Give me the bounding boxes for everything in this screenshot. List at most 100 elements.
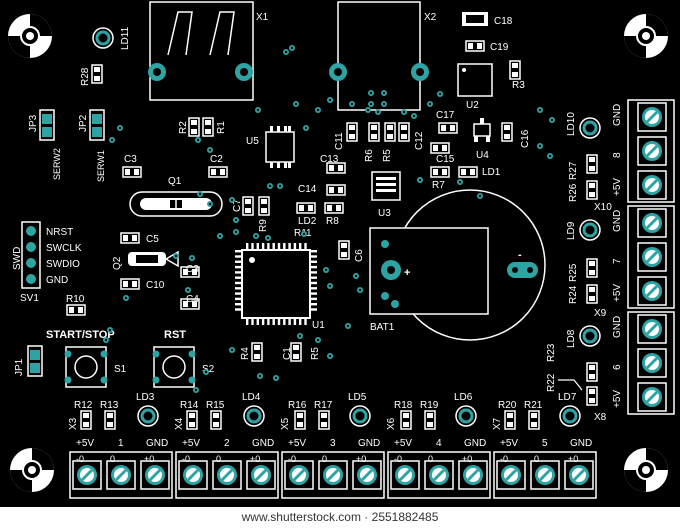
conn1-num: 1 bbox=[118, 438, 124, 449]
label-serw1: SERW1 bbox=[96, 150, 106, 182]
conn7-gnd: GND bbox=[612, 210, 623, 232]
ic-u3 bbox=[371, 171, 401, 201]
mcu-pin bbox=[235, 287, 241, 290]
mcu-pin bbox=[261, 319, 265, 325]
right-connector-8-labels: GND 8 +5V bbox=[612, 104, 623, 196]
mcu-pin bbox=[235, 250, 241, 253]
mcu-pin bbox=[293, 243, 297, 249]
ref-r27: R27 bbox=[568, 161, 579, 180]
conn5-gnd: GND bbox=[570, 438, 592, 449]
mcu-pin bbox=[299, 319, 302, 325]
mcu-pin bbox=[311, 308, 317, 311]
ref-x10: X10 bbox=[594, 202, 612, 213]
bottom-connector-4-labels: +5V 4 GND bbox=[394, 438, 486, 449]
ref-x1: X1 bbox=[256, 12, 269, 23]
right-connector-7-labels: GND 7 +5V bbox=[612, 210, 623, 302]
ref-c3-mid: C3 bbox=[186, 264, 199, 275]
ref-ld10: LD10 bbox=[566, 112, 577, 136]
bottom-connector-2-labels: +5V 2 GND bbox=[182, 438, 274, 449]
ref-r2: R2 bbox=[178, 121, 189, 134]
conn7-num: 7 bbox=[612, 258, 623, 264]
terminal-block-housing bbox=[69, 451, 173, 499]
ref-ld4: LD4 bbox=[242, 392, 261, 403]
jumper-jp3 bbox=[39, 109, 55, 141]
mcu-pin bbox=[256, 319, 259, 325]
conn4-gnd: GND bbox=[464, 438, 486, 449]
terminal-mark: -0 bbox=[76, 454, 84, 464]
mcu-pin bbox=[272, 319, 275, 325]
terminal-block-housing bbox=[627, 311, 675, 415]
terminal-mark: 0 bbox=[216, 454, 221, 464]
ref-x5: X5 bbox=[280, 417, 291, 430]
ref-r9: R9 bbox=[258, 219, 269, 232]
diode-q2 bbox=[128, 250, 179, 268]
ref-r19: R19 bbox=[420, 400, 439, 411]
ic-u5 bbox=[265, 126, 295, 168]
ref-r23: R23 bbox=[546, 343, 557, 362]
ref-s1: S1 bbox=[114, 364, 127, 375]
ref-ld1: LD1 bbox=[482, 167, 501, 178]
swd-header-sv1 bbox=[21, 221, 41, 289]
terminal-block-housing bbox=[387, 451, 491, 499]
ref-r25: R25 bbox=[568, 263, 579, 282]
conn4-plus5v: +5V bbox=[394, 438, 412, 449]
conn6-gnd: GND bbox=[612, 316, 623, 338]
mcu-pin bbox=[311, 276, 317, 279]
mcu-pin bbox=[304, 319, 307, 325]
terminal-mark: -0 bbox=[288, 454, 296, 464]
ref-ld2: LD2 bbox=[298, 216, 317, 227]
ref-r21: R21 bbox=[524, 400, 543, 411]
ref-r12: R12 bbox=[74, 400, 93, 411]
mcu-pin bbox=[246, 319, 249, 325]
ref-x2: X2 bbox=[424, 12, 437, 23]
mcu-pin bbox=[235, 292, 241, 295]
crystal-q1 bbox=[129, 191, 223, 217]
mcu-pin bbox=[311, 255, 317, 258]
terminal-mark: +0 bbox=[144, 454, 154, 464]
mcu-pin bbox=[311, 265, 317, 269]
mcu-pin bbox=[311, 271, 317, 274]
ref-c19: C19 bbox=[490, 42, 509, 53]
conn1-gnd: GND bbox=[146, 438, 168, 449]
terminal-mark: -0 bbox=[182, 454, 190, 464]
mcu-pin bbox=[235, 255, 241, 258]
mcu-pin bbox=[311, 260, 317, 263]
ref-c15: C15 bbox=[436, 154, 455, 165]
terminal-mark: -0 bbox=[394, 454, 402, 464]
conn3-plus5v: +5V bbox=[288, 438, 306, 449]
ref-jp2: JP2 bbox=[78, 114, 89, 132]
mcu-pin bbox=[235, 260, 241, 263]
label-serw2: SERW2 bbox=[52, 148, 62, 180]
ref-r26: R26 bbox=[568, 183, 579, 202]
conn5-plus5v: +5V bbox=[500, 438, 518, 449]
mcu-pin bbox=[251, 319, 254, 325]
ref-r28: R28 bbox=[80, 67, 91, 86]
conn3-num: 3 bbox=[330, 438, 336, 449]
ref-u5: U5 bbox=[246, 136, 259, 147]
terminal-block-housing bbox=[175, 451, 279, 499]
conn1-plus5v: +5V bbox=[76, 438, 94, 449]
mcu-pin bbox=[299, 243, 302, 249]
battery-minus-mark: - bbox=[518, 249, 522, 261]
ref-s2: S2 bbox=[202, 364, 215, 375]
ref-x7: X7 bbox=[492, 417, 503, 430]
ref-c4: C4 bbox=[186, 294, 199, 305]
ref-r6: R6 bbox=[364, 149, 375, 162]
terminal-mark: +0 bbox=[568, 454, 578, 464]
mcu-pin bbox=[311, 281, 317, 285]
ref-r24: R24 bbox=[568, 285, 579, 304]
mcu-pin bbox=[246, 243, 249, 249]
conn7-plus5v: +5V bbox=[612, 284, 623, 302]
swd-pin-4: GND bbox=[46, 275, 68, 286]
ref-r13: R13 bbox=[100, 400, 119, 411]
ref-r16: R16 bbox=[288, 400, 307, 411]
ref-c3-top: C3 bbox=[124, 154, 137, 165]
ref-c2: C2 bbox=[210, 154, 223, 165]
terminal-mark: +0 bbox=[250, 454, 260, 464]
ref-c14: C14 bbox=[298, 184, 317, 195]
mcu-pin bbox=[235, 281, 241, 285]
ref-c11: C11 bbox=[334, 132, 345, 150]
ref-x6: X6 bbox=[386, 417, 397, 430]
terminal-block-housing bbox=[281, 451, 385, 499]
